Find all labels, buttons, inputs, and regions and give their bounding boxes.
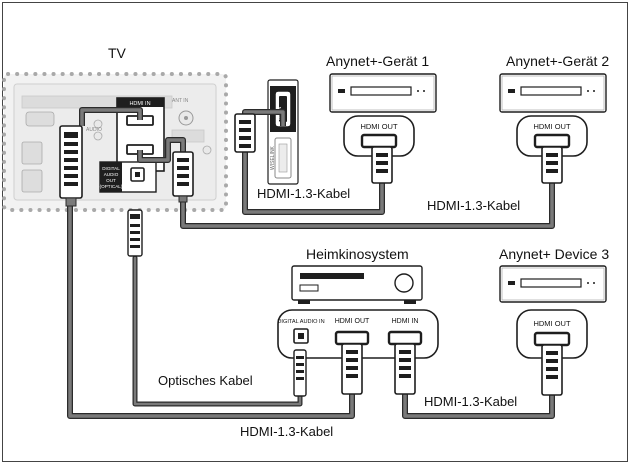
device3-hdmi-port [533,331,571,347]
device2-hdmi-port [533,133,571,149]
cable-hdmi-tv-device1 [242,147,385,215]
cable-hdmi-label-1: HDMI-1.3-Kabel [257,186,351,201]
device3-hdmi-out-label: HDMI OUT [533,319,570,328]
home-theater: DIGITAL AUDIO IN HDMI OUT HDMI IN [277,265,439,397]
ht-hdmi-in-label: HDMI IN [392,318,419,325]
tv-plugs [59,107,286,257]
cable-hdmi-label-3: HDMI-1.3-Kabel [424,394,518,409]
tv-hdmi-in-label: HDMI IN [129,101,150,107]
home-theater-label: Heimkinosystem [306,246,409,262]
device2-label: Anynet+-Gerät 2 [506,53,610,69]
ht-hdmi-out-port [334,330,370,346]
tv-optical-label-1: DIGITAL [102,166,120,171]
tv-scart-port-2 [21,169,43,193]
cables [67,147,555,419]
device1: HDMI OUT [329,73,437,184]
device3: HDMI OUT [499,265,607,396]
side-wiselink-label: WISELINK [270,145,276,170]
tv-scart-port [21,141,43,165]
ht-digital-audio-in-label: DIGITAL AUDIO IN [277,319,324,325]
tv-ant-in-label: ANT IN [172,98,189,104]
tv-audio-label: AUDIO [86,127,102,133]
device2: HDMI OUT [499,73,607,184]
tv-vga-port [25,111,55,127]
device1-hdmi-out-label: HDMI OUT [360,122,397,131]
tv-optical-label-2: AUDIO [104,172,119,177]
device3-label: Anynet+ Device 3 [499,246,610,262]
cable-hdmi-label-2: HDMI-1.3-Kabel [427,198,521,213]
tv-optical-label-4: (OPTICAL) [100,184,123,189]
device1-label: Anynet+-Gerät 1 [326,53,430,69]
tv-optical-label-3: OUT [106,178,116,183]
ht-hdmi-out-label: HDMI OUT [335,318,370,325]
device1-hdmi-port [360,133,398,149]
device2-hdmi-out-label: HDMI OUT [533,122,570,131]
tv-label: TV [108,45,126,61]
cable-optical-label: Optisches Kabel [158,373,253,388]
cable-hdmi-label-4: HDMI-1.3-Kabel [240,424,334,439]
ht-hdmi-in-port [387,330,423,346]
